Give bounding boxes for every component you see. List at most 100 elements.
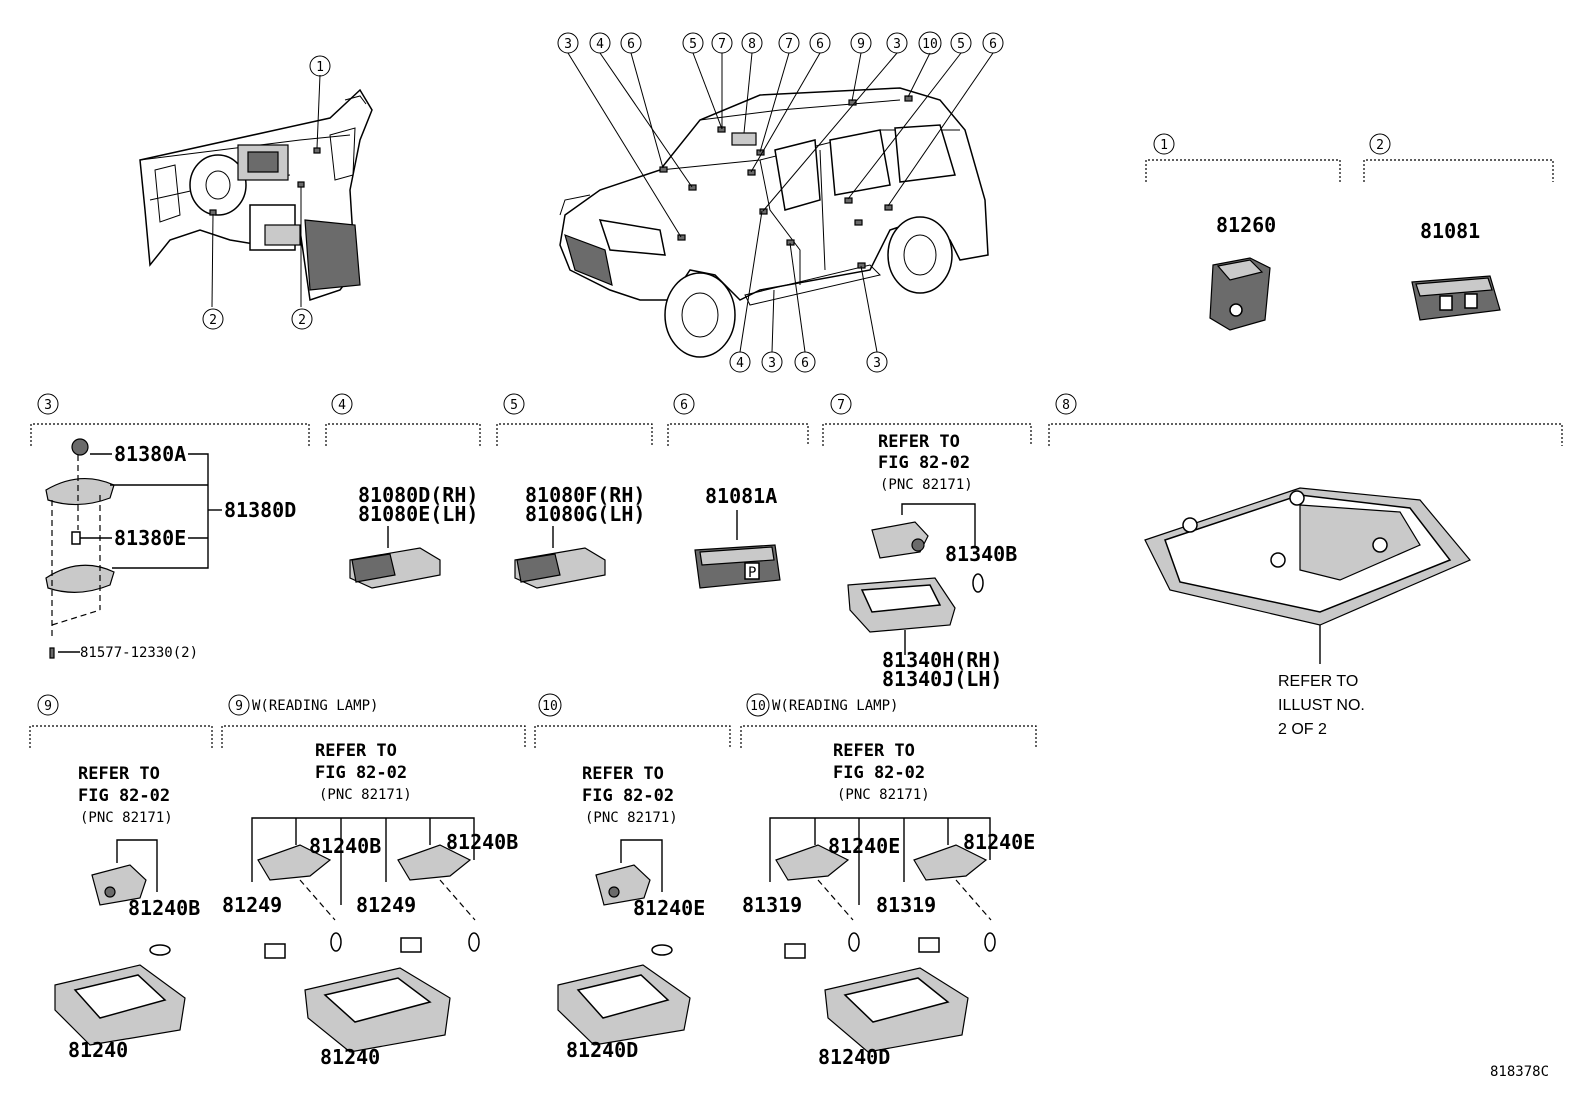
callout-4: 4 bbox=[589, 32, 611, 54]
part-number: 81080D(RH) bbox=[358, 483, 478, 507]
svg-text:7: 7 bbox=[837, 398, 845, 413]
svg-text:8: 8 bbox=[1062, 398, 1070, 413]
part-number: 81080E(LH) bbox=[358, 502, 478, 526]
refer-note: FIG 82-02 bbox=[878, 453, 970, 473]
part-number: 81080G(LH) bbox=[525, 502, 645, 526]
refer-note: REFER TO bbox=[1278, 673, 1358, 690]
refer-note: REFER TO bbox=[78, 764, 160, 784]
part-number: 81340B bbox=[945, 542, 1017, 566]
svg-text:2: 2 bbox=[1376, 138, 1384, 153]
svg-text:3: 3 bbox=[768, 356, 776, 371]
callout-7: 7 bbox=[711, 32, 733, 54]
callout-3: 3 bbox=[557, 32, 579, 54]
vehicle-leader-lines bbox=[567, 52, 994, 353]
section-3: 3 81380A 81380E 81380D 81577-12330(2) bbox=[30, 393, 310, 661]
section-9-reading-lamp: 9 W(READING LAMP) REFER TO FIG 82-02 (PN… bbox=[221, 694, 526, 1069]
part-number: 81240E bbox=[963, 830, 1035, 854]
refer-note: (PNC 82171) bbox=[80, 810, 173, 826]
callout-5: 5 bbox=[682, 32, 704, 54]
svg-text:P: P bbox=[748, 565, 756, 581]
part-number: 81319 bbox=[876, 893, 936, 917]
part-number: 81240E bbox=[828, 834, 900, 858]
svg-text:7: 7 bbox=[785, 37, 793, 52]
section-5: 5 81080F(RH) 81080G(LH) bbox=[496, 393, 653, 589]
callout-6: 6 bbox=[982, 32, 1004, 54]
callout-1: 1 bbox=[309, 55, 331, 77]
svg-text:5: 5 bbox=[510, 398, 518, 413]
svg-text:10: 10 bbox=[542, 699, 558, 714]
callout-2: 2 bbox=[202, 308, 224, 330]
svg-text:W(READING LAMP): W(READING LAMP) bbox=[772, 698, 898, 714]
svg-text:6: 6 bbox=[816, 37, 824, 52]
part-number: 81577-12330(2) bbox=[80, 645, 198, 661]
part-number: 81080F(RH) bbox=[525, 483, 645, 507]
refer-note: FIG 82-02 bbox=[833, 763, 925, 783]
section-9: 9 REFER TO FIG 82-02 (PNC 82171) 81240B … bbox=[29, 694, 213, 1062]
part-number: 81081 bbox=[1420, 219, 1480, 243]
svg-text:2: 2 bbox=[298, 313, 306, 328]
svg-text:10: 10 bbox=[922, 37, 938, 52]
callout-6: 6 bbox=[809, 32, 831, 54]
part-number: 81240D bbox=[566, 1038, 638, 1062]
svg-text:5: 5 bbox=[957, 37, 965, 52]
svg-text:1: 1 bbox=[316, 60, 324, 75]
svg-text:W(READING LAMP): W(READING LAMP) bbox=[252, 698, 378, 714]
callout-3: 3 bbox=[761, 351, 783, 373]
vehicle-illustration bbox=[559, 87, 989, 358]
callout-8: 8 bbox=[741, 32, 763, 54]
part-number: 81240B bbox=[309, 834, 381, 858]
section-10-reading-lamp: 10 W(READING LAMP) REFER TO FIG 82-02 (P… bbox=[740, 693, 1037, 1069]
refer-note: REFER TO bbox=[833, 741, 915, 761]
callout-3: 3 bbox=[886, 32, 908, 54]
svg-text:4: 4 bbox=[596, 37, 604, 52]
part-number: 81240B bbox=[446, 830, 518, 854]
part-number: 81340H(RH) bbox=[882, 648, 1002, 672]
svg-text:3: 3 bbox=[873, 356, 881, 371]
svg-text:9: 9 bbox=[44, 699, 52, 714]
section-8: 8 REFER TO ILLUST NO. 2 OF 2 bbox=[1048, 393, 1563, 738]
svg-text:3: 3 bbox=[564, 37, 572, 52]
part-number: 81380A bbox=[114, 442, 186, 466]
part-number: 81260 bbox=[1216, 213, 1276, 237]
section-6: 6 81081A P bbox=[667, 393, 809, 589]
svg-text:4: 4 bbox=[338, 398, 346, 413]
svg-text:5: 5 bbox=[689, 37, 697, 52]
part-number: 81240 bbox=[68, 1038, 128, 1062]
part-number: 81380E bbox=[114, 526, 186, 550]
svg-text:2: 2 bbox=[209, 313, 217, 328]
callout-10: 10 bbox=[918, 31, 942, 55]
svg-text:7: 7 bbox=[718, 37, 726, 52]
refer-note: (PNC 82171) bbox=[880, 477, 973, 493]
callout-6: 6 bbox=[620, 32, 642, 54]
refer-note: REFER TO bbox=[582, 764, 664, 784]
part-number: 81340J(LH) bbox=[882, 667, 1002, 691]
callout-2: 2 bbox=[291, 308, 313, 330]
callout-3: 3 bbox=[866, 351, 888, 373]
svg-text:1: 1 bbox=[1160, 138, 1168, 153]
part-number: 81319 bbox=[742, 893, 802, 917]
refer-note: FIG 82-02 bbox=[315, 763, 407, 783]
drawing-number: 818378C bbox=[1490, 1064, 1549, 1080]
svg-text:9: 9 bbox=[235, 699, 243, 714]
callout-4: 4 bbox=[729, 351, 751, 373]
callout-6: 6 bbox=[794, 351, 816, 373]
svg-text:4: 4 bbox=[736, 356, 744, 371]
part-number: 81240E bbox=[633, 896, 705, 920]
section-1: 1 81260 bbox=[1145, 133, 1341, 331]
part-number: 81240 bbox=[320, 1045, 380, 1069]
part-number: 81240B bbox=[128, 896, 200, 920]
refer-note: (PNC 82171) bbox=[319, 787, 412, 803]
refer-note: 2 OF 2 bbox=[1278, 721, 1327, 738]
section-4: 4 81080D(RH) 81080E(LH) bbox=[325, 393, 481, 589]
section-7: 7 REFER TO FIG 82-02 (PNC 82171) 81340B … bbox=[822, 393, 1032, 691]
refer-note: (PNC 82171) bbox=[837, 787, 930, 803]
svg-text:6: 6 bbox=[680, 398, 688, 413]
refer-note: FIG 82-02 bbox=[78, 786, 170, 806]
svg-text:6: 6 bbox=[801, 356, 809, 371]
refer-note: (PNC 82171) bbox=[585, 810, 678, 826]
dashboard-illustration bbox=[139, 74, 373, 308]
svg-text:3: 3 bbox=[893, 37, 901, 52]
part-number: 81380D bbox=[224, 498, 296, 522]
section-2: 2 81081 bbox=[1363, 133, 1554, 321]
